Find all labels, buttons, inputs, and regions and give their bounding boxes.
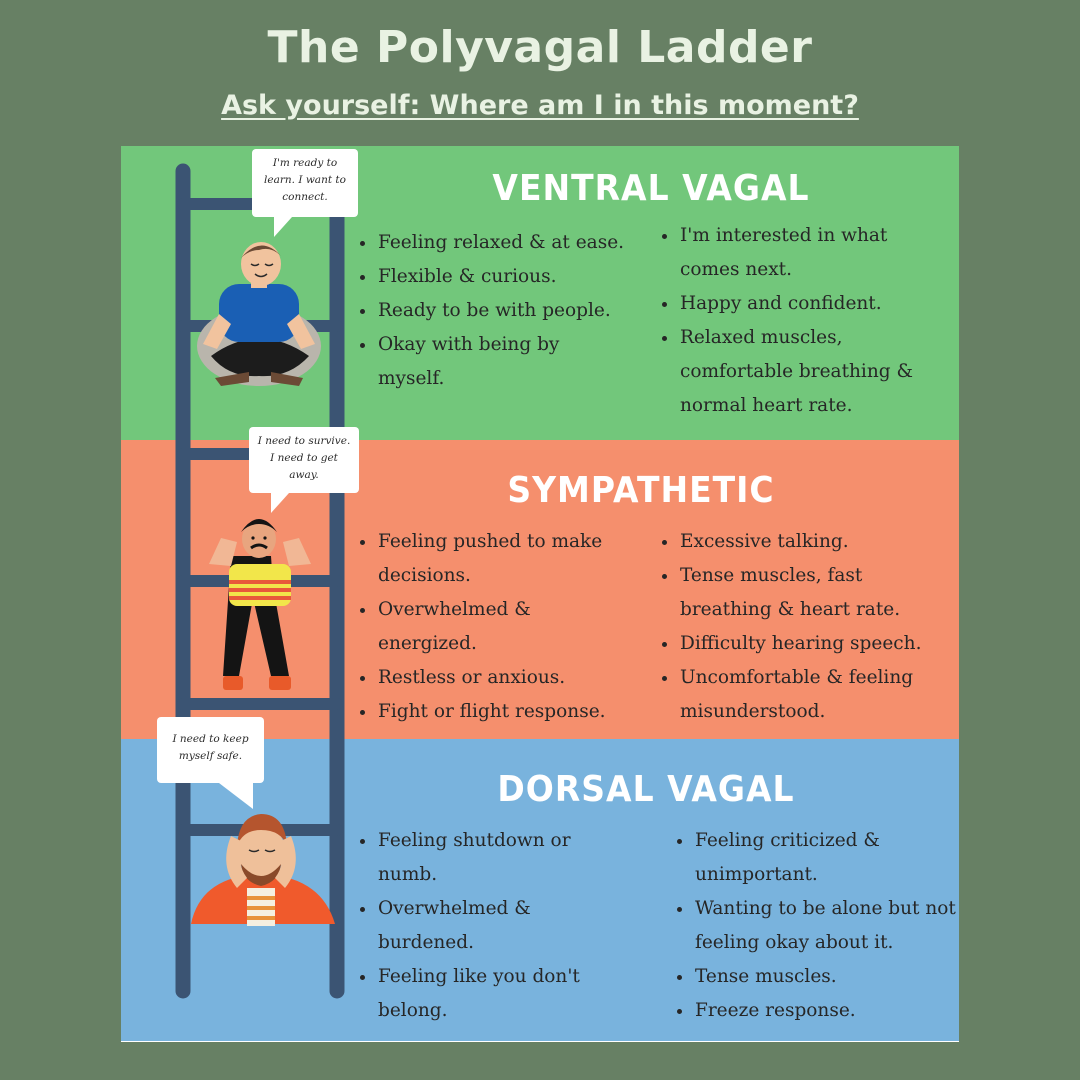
dorsal-left-list: Feeling shutdown or numb. Overwhelmed & …	[354, 824, 636, 1028]
page-title: The Polyvagal Ladder	[267, 22, 813, 73]
ventral-speech-bubble: I'm ready to learn. I want to connect.	[252, 149, 358, 237]
dorsal-vagal-title: DORSAL VAGAL	[497, 767, 795, 810]
ladder-icon	[175, 163, 345, 999]
list-item: Tense muscles.	[693, 960, 978, 994]
sympathetic-right-list: Excessive talking. Tense muscles, fast b…	[656, 525, 968, 729]
list-item: Relaxed muscles, comfortable breathing &…	[678, 321, 950, 423]
ventral-left-list: Feeling relaxed & at ease. Flexible & cu…	[354, 226, 646, 396]
list-item: Feeling relaxed & at ease.	[376, 226, 646, 260]
list-item: Feeling like you don't belong.	[376, 960, 618, 1028]
dorsal-right-list: Feeling criticized & unimportant. Wantin…	[671, 824, 978, 1028]
list-item: Freeze response.	[693, 994, 978, 1028]
ventral-vagal-section: VENTRAL VAGAL Feeling relaxed & at ease.…	[121, 146, 959, 440]
list-item: Overwhelmed & burdened.	[376, 892, 568, 960]
anxious-person-icon	[209, 519, 311, 690]
list-item: Excessive talking.	[678, 525, 968, 559]
ventral-vagal-title: VENTRAL VAGAL	[492, 166, 810, 209]
list-item: Feeling pushed to make decisions.	[376, 525, 646, 593]
list-item: Uncomfortable & feeling misunderstood.	[678, 661, 940, 729]
calm-person-icon	[197, 242, 321, 386]
sympathetic-speech-bubble: I need to survive. I need to get away.	[249, 427, 359, 513]
shutdown-person-icon	[191, 814, 335, 926]
list-item: Feeling criticized & unimportant.	[693, 824, 915, 892]
list-item: Tense muscles, fast breathing & heart ra…	[678, 559, 920, 627]
list-item: Wanting to be alone but not feeling okay…	[693, 892, 965, 960]
list-item: Okay with being by myself.	[376, 328, 593, 396]
page-subtitle: Ask yourself: Where am I in this moment?	[221, 90, 859, 121]
list-item: Flexible & curious.	[376, 260, 646, 294]
dorsal-vagal-section: DORSAL VAGAL Feeling shutdown or numb. O…	[121, 739, 959, 1041]
sympathetic-left-list: Feeling pushed to make decisions. Overwh…	[354, 525, 646, 729]
list-item: Ready to be with people.	[376, 294, 646, 328]
list-item: Difficulty hearing speech.	[678, 627, 968, 661]
ventral-right-list: I'm interested in what comes next. Happy…	[656, 219, 963, 423]
list-item: Restless or anxious.	[376, 661, 646, 695]
list-item: I'm interested in what comes next.	[678, 219, 910, 287]
list-item: Happy and confident.	[678, 287, 963, 321]
polyvagal-card: VENTRAL VAGAL Feeling relaxed & at ease.…	[121, 146, 959, 1042]
list-item: Fight or flight response.	[376, 695, 646, 729]
sympathetic-title: SYMPATHETIC	[507, 468, 775, 511]
dorsal-speech-bubble: I need to keep myself safe.	[157, 717, 264, 809]
list-item: Overwhelmed & energized.	[376, 593, 578, 661]
list-item: Feeling shutdown or numb.	[376, 824, 598, 892]
